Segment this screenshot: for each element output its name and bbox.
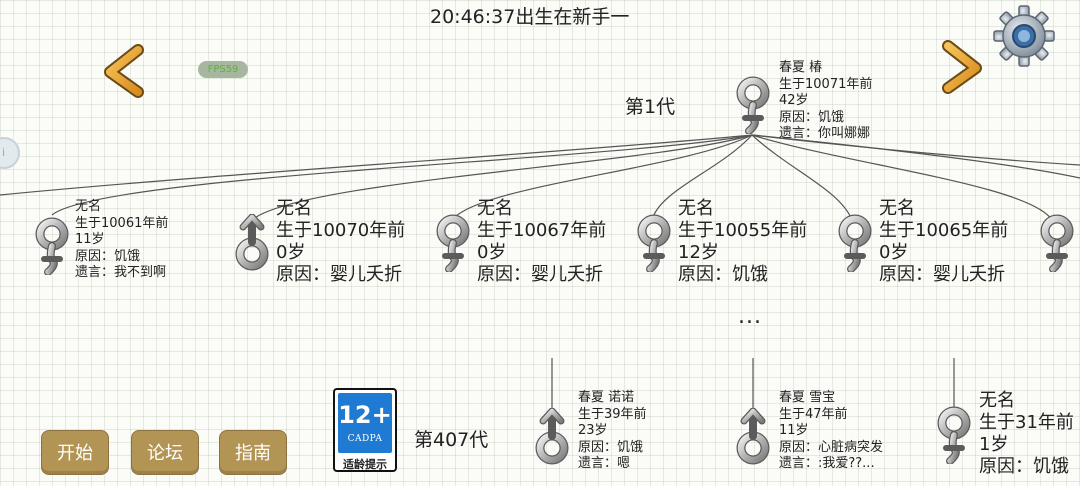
female-symbol-icon: [937, 406, 971, 464]
next-page-button[interactable]: [938, 40, 986, 94]
info-line: 原因：饥饿: [578, 439, 644, 455]
side-bubble-label: i: [2, 146, 6, 159]
info-line: 春夏 雪宝: [779, 390, 836, 405]
guide-button[interactable]: 指南: [219, 430, 287, 475]
info-line: 遗言：:我爱??...: [779, 456, 875, 471]
info-line: 生于31年前: [979, 412, 1074, 433]
info-line: 原因：饥饿: [678, 264, 768, 285]
gear-icon: [993, 5, 1055, 67]
start-button[interactable]: 开始: [41, 430, 109, 475]
info-line: 生于47年前: [779, 406, 848, 422]
male-symbol-icon: [535, 408, 569, 466]
fps-indicator: FPS59: [198, 61, 248, 78]
info-line: 原因：饥饿: [779, 109, 845, 125]
chevron-right-icon: [942, 40, 982, 94]
info-line: 无名: [276, 198, 312, 219]
info-line: 23岁: [578, 423, 608, 438]
age-rating-tip: 适龄提示: [343, 458, 387, 471]
female-symbol-icon: [35, 217, 69, 275]
generation-label-bottom: 第407代: [414, 429, 489, 451]
info-line: 原因：婴儿夭折: [276, 264, 402, 285]
age-rating-badge: 12+ CADPA 适龄提示: [333, 388, 397, 472]
info-line: 42岁: [779, 93, 809, 108]
info-line: 生于10070年前: [276, 220, 406, 241]
female-symbol-icon: [838, 214, 872, 272]
side-info-bubble[interactable]: i: [0, 137, 20, 169]
info-line: 遗言：你叫娜娜: [779, 126, 871, 141]
info-line: 1岁: [979, 434, 1009, 455]
forum-button[interactable]: 论坛: [131, 430, 199, 475]
female-symbol-icon: [436, 214, 470, 272]
age-rating-org: CADPA: [347, 434, 383, 444]
info-line: 11岁: [75, 232, 105, 247]
info-line: 无名: [477, 198, 513, 219]
info-line: 春夏 诺诺: [578, 390, 635, 405]
info-line: 0岁: [477, 242, 507, 263]
info-line: 原因：婴儿夭折: [477, 264, 603, 285]
info-line: 生于10071年前: [779, 76, 873, 92]
info-line: 无名: [75, 199, 102, 214]
settings-button[interactable]: [992, 4, 1056, 68]
info-line: 无名: [979, 390, 1015, 411]
info-line: 11岁: [779, 423, 809, 438]
info-line: 原因：饥饿: [75, 248, 141, 264]
ancestor-info: 春夏 椿 生于10071年前 42岁 原因：饥饿 遗言：你叫娜娜: [779, 60, 872, 143]
info-line: 0岁: [276, 242, 306, 263]
info-line: 无名: [678, 198, 714, 219]
info-line: 生于10065年前: [879, 220, 1009, 241]
generation-label-top: 第1代: [625, 96, 676, 118]
info-line: 生于10061年前: [75, 215, 169, 231]
female-symbol-icon: [637, 214, 671, 272]
female-symbol-icon: [736, 76, 770, 134]
info-line: 春夏 椿: [779, 60, 823, 75]
info-line: 生于10055年前: [678, 220, 808, 241]
birth-status-text: 20:46:37出生在新手一: [430, 6, 630, 28]
info-line: 遗言：嗯: [578, 456, 631, 471]
prev-page-button[interactable]: [100, 44, 148, 98]
age-rating-panel: 12+ CADPA: [338, 393, 392, 453]
info-line: 原因：心脏病突发: [779, 439, 884, 455]
info-line: 原因：婴儿夭折: [879, 264, 1005, 285]
info-line: 12岁: [678, 242, 719, 263]
info-line: 遗言：我不到啊: [75, 265, 167, 280]
more-generations-ellipsis: ...: [738, 304, 762, 329]
age-rating-number: 12+: [338, 401, 392, 429]
chevron-left-icon: [104, 44, 144, 98]
info-line: 0岁: [879, 242, 909, 263]
info-line: 原因：饥饿: [979, 456, 1069, 477]
info-line: 生于10067年前: [477, 220, 607, 241]
male-symbol-icon: [235, 214, 269, 272]
female-symbol-icon: [1040, 214, 1074, 272]
info-line: 生于39年前: [578, 406, 647, 422]
info-line: 无名: [879, 198, 915, 219]
male-symbol-icon: [736, 408, 770, 466]
